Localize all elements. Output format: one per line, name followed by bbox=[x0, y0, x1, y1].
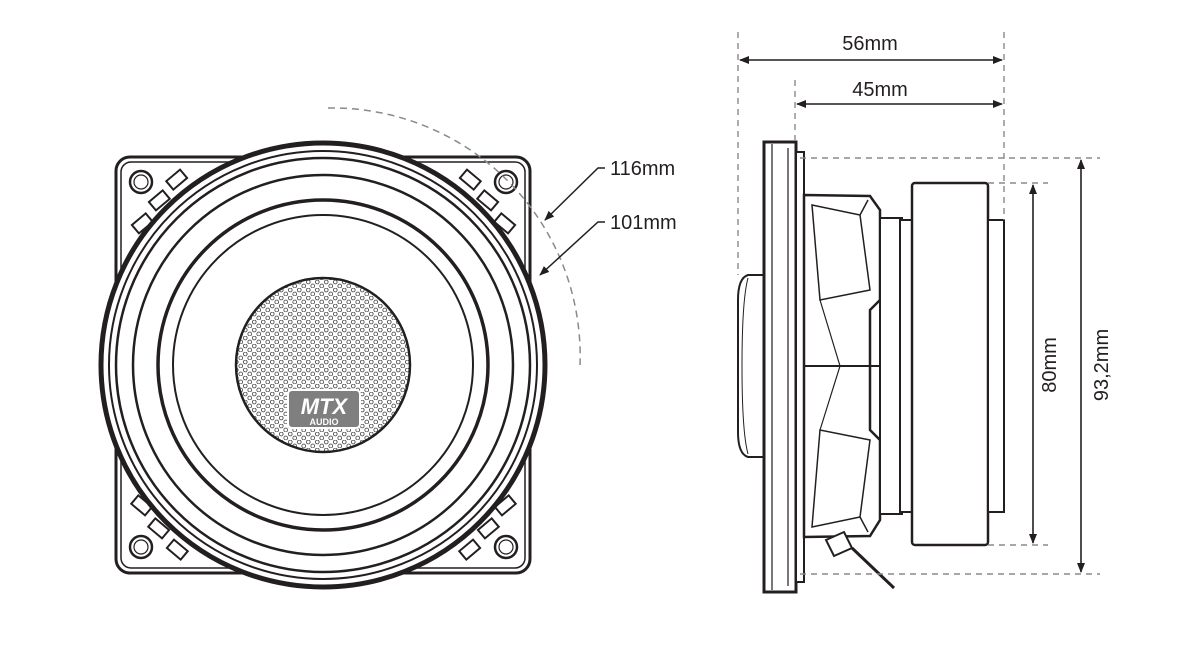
side-view bbox=[737, 140, 1005, 594]
front-view bbox=[98, 140, 548, 590]
frame-height-label: 93,2mm bbox=[1091, 329, 1113, 401]
mtx-audio-logo: MTX AUDIO bbox=[287, 389, 361, 429]
magnet bbox=[910, 181, 990, 547]
extension-lines bbox=[737, 32, 1100, 575]
total-depth-label: 56mm bbox=[842, 33, 898, 55]
diameter-leaders bbox=[539, 167, 605, 276]
logo-sub: AUDIO bbox=[310, 417, 339, 427]
tweeter-grille bbox=[234, 276, 412, 454]
back-plate bbox=[879, 217, 903, 515]
magnet-height-label: 80mm bbox=[1039, 337, 1061, 393]
front-baffle bbox=[762, 140, 798, 594]
cone bbox=[172, 214, 474, 516]
mounting-holes bbox=[128, 169, 519, 560]
cone-diameter-label: 101mm bbox=[610, 212, 677, 234]
dimension-arrows bbox=[739, 56, 1085, 573]
corner-tabs bbox=[129, 168, 518, 562]
tweeter-dome bbox=[737, 274, 766, 458]
mount-depth-label: 45mm bbox=[852, 79, 908, 101]
logo-brand: MTX bbox=[301, 394, 349, 419]
surround bbox=[131, 173, 515, 557]
outer-diameter-label: 116mm bbox=[610, 158, 675, 180]
